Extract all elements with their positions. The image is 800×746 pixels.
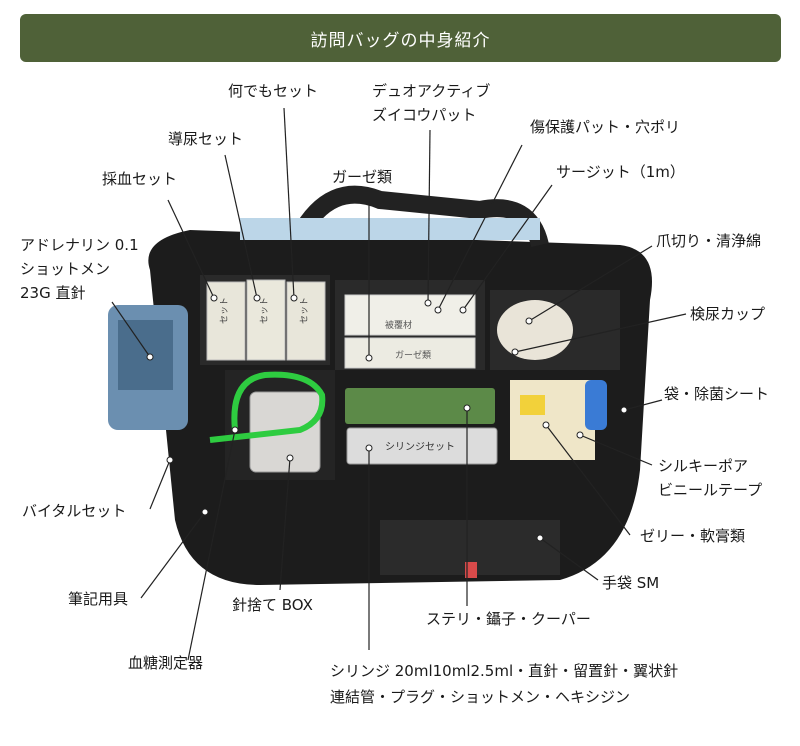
- box-left-2: [246, 279, 286, 361]
- label-duo-2: ズイコウパット: [372, 106, 477, 124]
- title-banner: 訪問バッグの中身紹介: [20, 14, 781, 62]
- syringe-box-label: シリンジセット: [385, 441, 455, 453]
- gauze-box-top: [344, 294, 476, 336]
- label-adre-3: 23G 直針: [20, 284, 86, 302]
- label-jelly: ゼリー・軟膏類: [640, 527, 746, 545]
- urine-cup: [497, 300, 573, 360]
- label-adre-1: アドレナリン 0.1: [20, 236, 139, 254]
- label-silky-1: シルキーポア: [658, 457, 749, 475]
- label-syringe-2: 連結管・プラグ・ショットメン・ヘキシジン: [330, 688, 631, 706]
- jelly-bag: [510, 380, 595, 460]
- label-saiketsu: 採血セット: [102, 170, 178, 188]
- label-kizu: 傷保護パット・穴ポリ: [530, 118, 681, 136]
- blue-item-top: [240, 218, 540, 240]
- callout-dots: [146, 294, 628, 542]
- label-donyo: 導尿セット: [168, 130, 244, 148]
- box-text-b: セット: [259, 297, 269, 324]
- label-vital: バイタルセット: [22, 502, 127, 520]
- label-tebukuro: 手袋 SM: [602, 574, 660, 592]
- label-tsume: 爪切り・清浄綿: [656, 232, 762, 250]
- label-harisute: 針捨て BOX: [232, 596, 313, 614]
- gauze-box-label: 被覆材: [385, 319, 412, 330]
- label-kettou: 血糖測定器: [128, 654, 204, 672]
- label-hikki: 筆記用具: [68, 590, 129, 608]
- label-nandemo: 何でもセット: [228, 82, 319, 100]
- syringe-box: [346, 427, 498, 465]
- label-gauze: ガーゼ類: [332, 168, 393, 186]
- label-kennyo: 検尿カップ: [690, 305, 766, 323]
- label-duo-1: デュオアクティブ: [372, 82, 491, 100]
- gauze-box-bottom: [344, 337, 476, 369]
- label-fukuro: 袋・除菌シート: [664, 385, 770, 403]
- blue-tape: [585, 380, 607, 430]
- label-steri: ステリ・鑷子・クーパー: [426, 610, 591, 628]
- label-syringe-1: シリンジ 20ml10ml2.5ml・直針・留置針・翼状針: [330, 662, 679, 680]
- gauze-box2-label: ガーゼ類: [395, 349, 431, 360]
- label-surgit: サージット（1m）: [556, 163, 685, 181]
- box-text-a: セット: [219, 297, 229, 324]
- label-adre-2: ショットメン: [20, 260, 111, 278]
- page-title: 訪問バッグの中身紹介: [310, 30, 491, 51]
- box-text-c: セット: [299, 297, 309, 324]
- green-tube: [209, 371, 326, 443]
- label-silky-2: ビニールテープ: [658, 481, 763, 499]
- callout-lines: [111, 107, 687, 661]
- green-case: [345, 388, 495, 424]
